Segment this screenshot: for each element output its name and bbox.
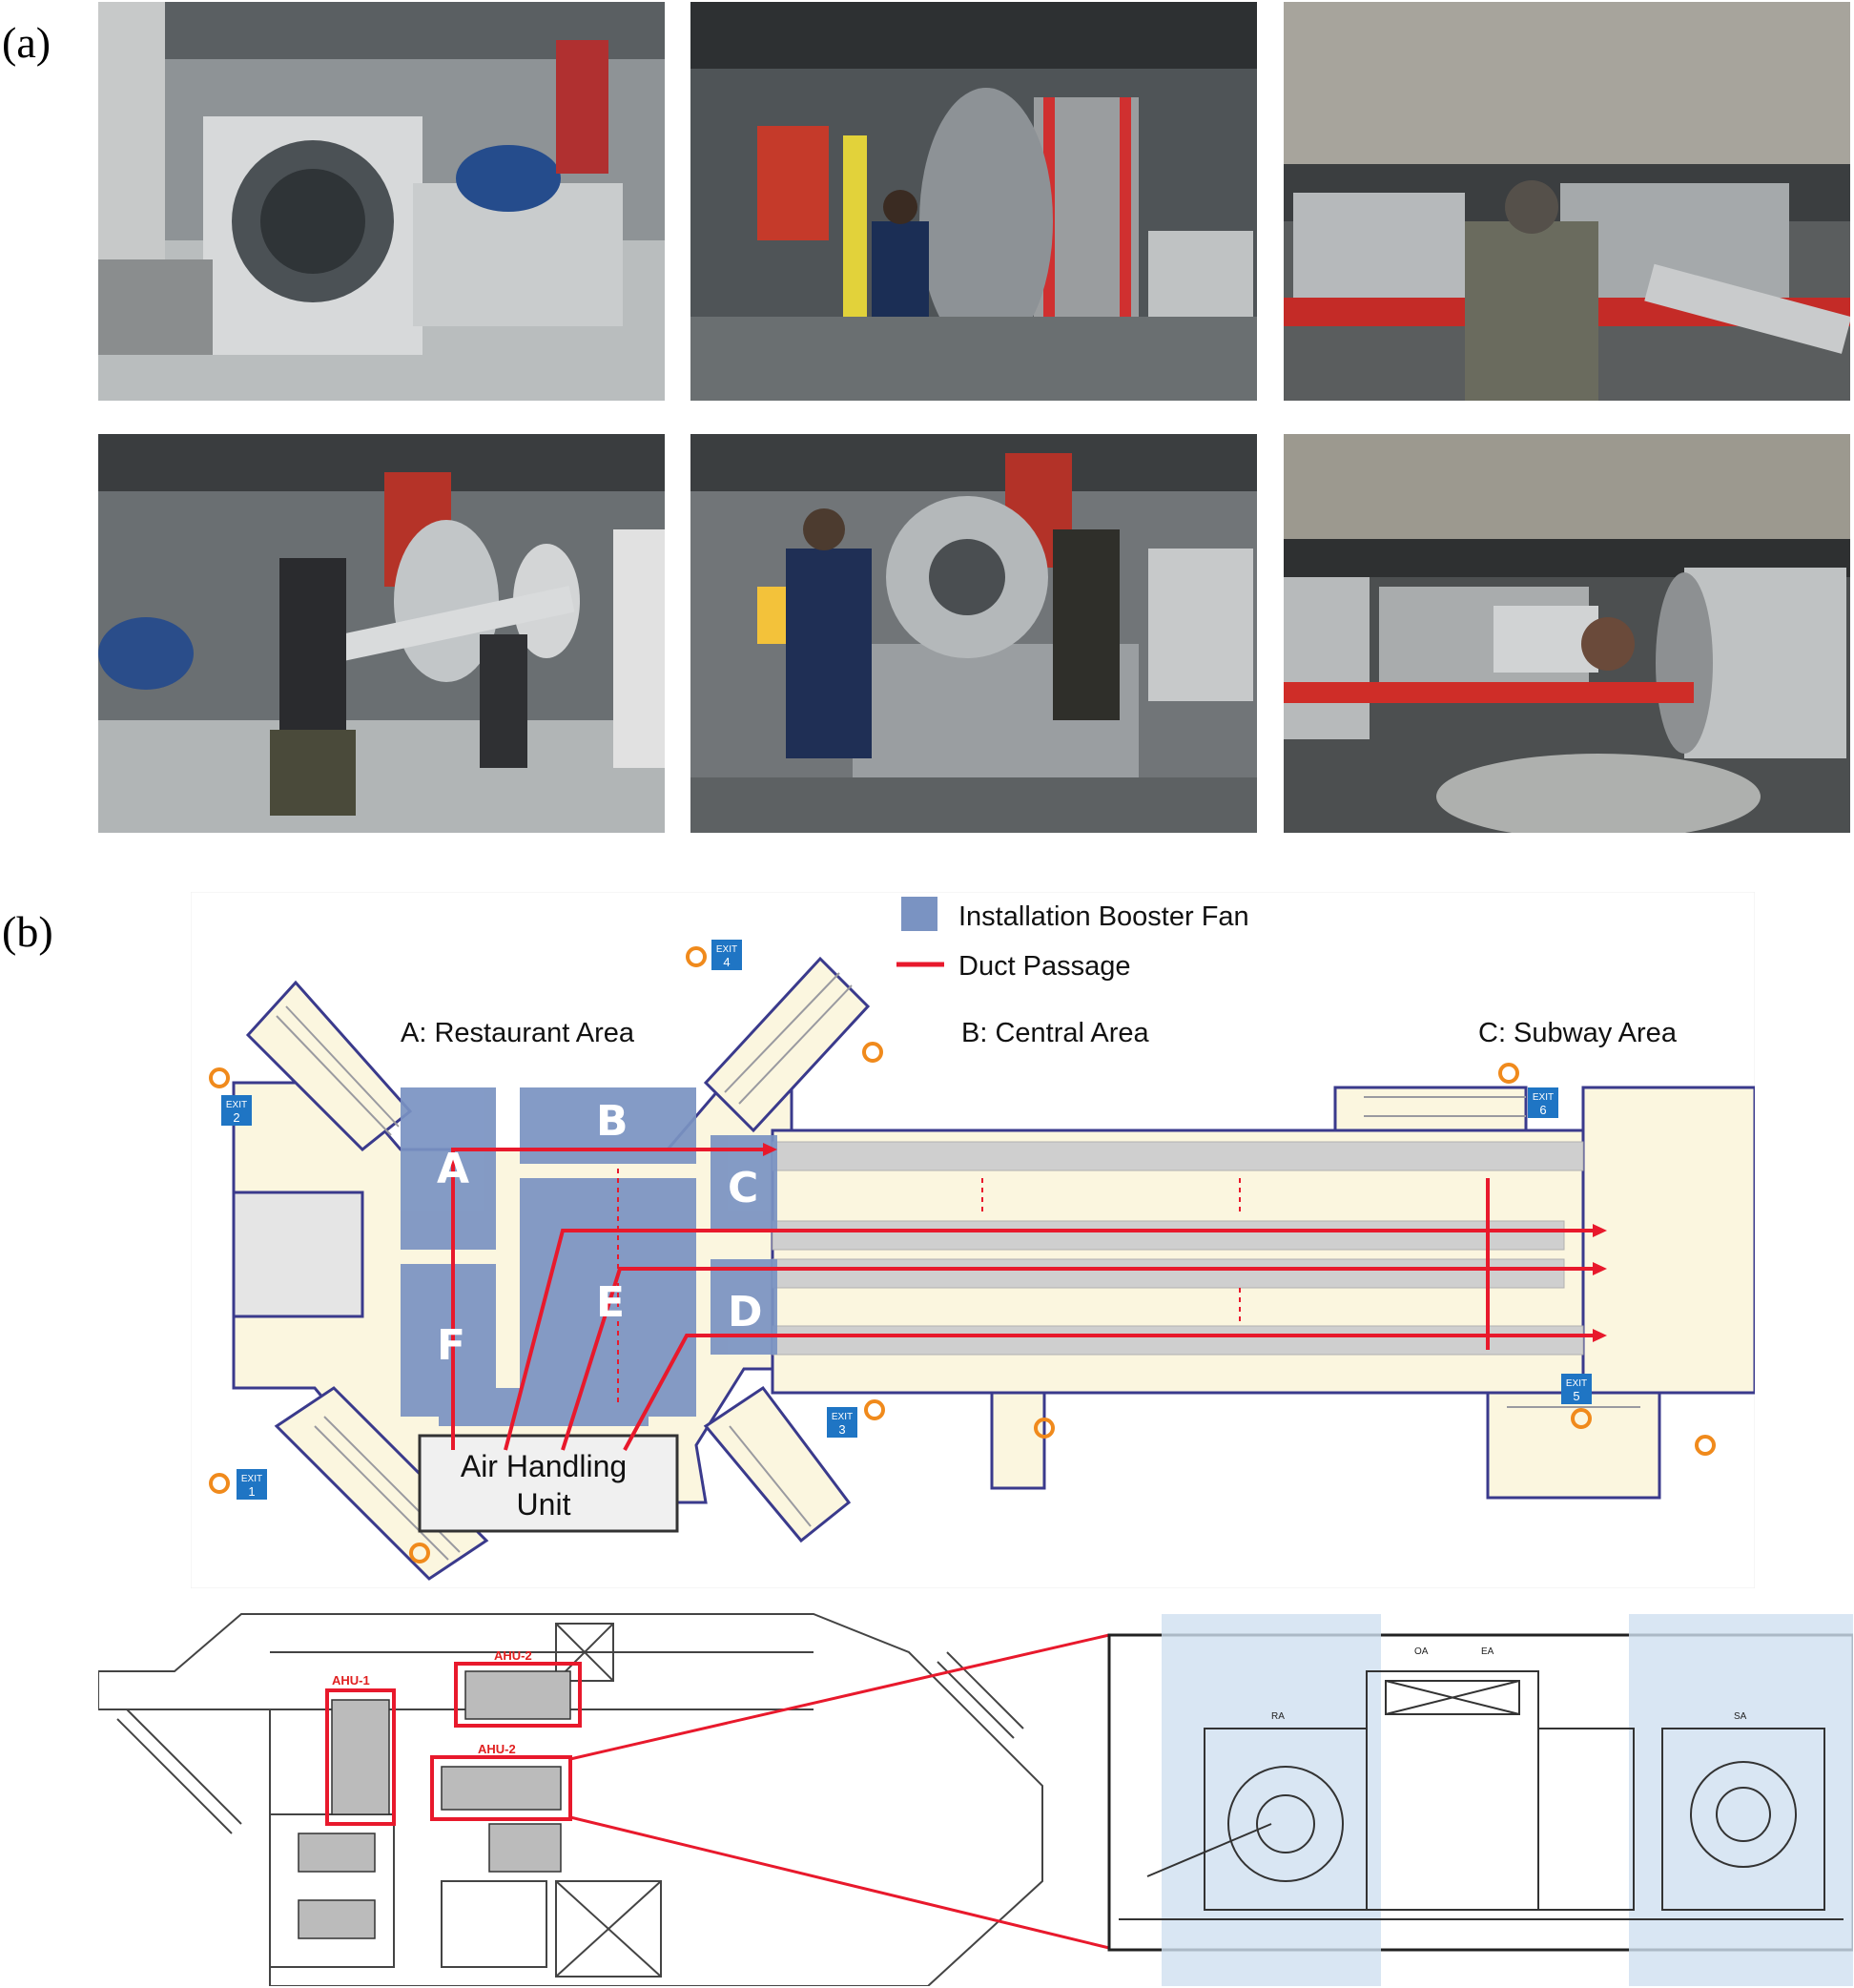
zone-d-fans — [711, 1259, 777, 1355]
exit-badge-6: EXIT 6 — [1528, 1087, 1558, 1118]
svg-text:4: 4 — [723, 955, 730, 969]
exit-badge-2: EXIT 2 — [221, 1095, 252, 1126]
mechanical-room-plan — [98, 1613, 1043, 1986]
area-label-central: B: Central Area — [961, 1018, 1150, 1048]
duct-passages — [451, 1148, 1602, 1451]
svg-text:EXIT: EXIT — [241, 1474, 262, 1484]
ahu-cad-drawings: AHU-1 AHU-2 AHU-2 RA SA OA EA — [98, 1613, 1853, 1986]
area-label-restaurant: A: Restaurant Area — [401, 1018, 635, 1048]
legend-booster-fan-label: Installation Booster Fan — [958, 901, 1249, 932]
zone-letter-d: D — [728, 1288, 763, 1336]
svg-text:5: 5 — [1573, 1389, 1579, 1403]
zone-e-fans — [520, 1178, 696, 1417]
svg-text:1: 1 — [248, 1484, 255, 1499]
zone-letter-c: C — [728, 1164, 758, 1212]
svg-text:EXIT: EXIT — [832, 1412, 853, 1422]
ra-label: RA — [1271, 1711, 1285, 1722]
svg-text:EXIT: EXIT — [1533, 1092, 1554, 1103]
exit-badge-4: EXIT 4 — [711, 940, 742, 970]
panel-label-b: (b) — [2, 907, 53, 956]
photo-workers-fan-housing — [690, 434, 1257, 833]
ahu-label-line1: Air Handling — [461, 1449, 627, 1483]
ahu-fan-highlight-right — [1629, 1614, 1853, 1986]
exit-badge-5: EXIT 5 — [1561, 1374, 1592, 1404]
ahu-2b-callout[interactable] — [430, 1755, 572, 1821]
exit-badge-1: EXIT 1 — [237, 1469, 267, 1500]
svg-text:6: 6 — [1539, 1103, 1546, 1117]
ahu-2a-callout[interactable] — [454, 1662, 582, 1728]
svg-text:EXIT: EXIT — [226, 1100, 247, 1110]
svg-text:EXIT: EXIT — [1566, 1378, 1587, 1389]
stair-exit-3 — [703, 1385, 852, 1543]
ahu-label-line2: Unit — [517, 1487, 571, 1522]
svg-text:3: 3 — [838, 1422, 845, 1437]
stair-exit-4 — [703, 956, 871, 1133]
zone-letter-e: E — [596, 1278, 625, 1327]
zone-letter-b: B — [596, 1097, 628, 1146]
air-handling-unit-box — [418, 1434, 679, 1533]
photo-workers-ladder — [690, 2, 1257, 401]
direction-markers — [209, 946, 1716, 1563]
oa-label: OA — [1414, 1646, 1429, 1657]
legend-duct-label: Duct Passage — [958, 951, 1131, 982]
exit-badge-3: EXIT 3 — [827, 1407, 857, 1438]
ahu-1-tag: AHU-1 — [332, 1673, 370, 1688]
ea-label: EA — [1481, 1646, 1494, 1657]
ahu-1-callout[interactable] — [325, 1688, 396, 1826]
ahu-2b-tag: AHU-2 — [478, 1742, 516, 1756]
zone-a-fans — [401, 1087, 496, 1250]
photo-ceiling-duct-worker — [1284, 2, 1850, 401]
panel-label-a: (a) — [2, 18, 52, 67]
photo-booster-fan-unit — [98, 2, 665, 401]
svg-text:EXIT: EXIT — [716, 944, 737, 955]
station-floor-plan: A B C D E F Installation Booster Fan Duc… — [191, 892, 1755, 1588]
svg-text:2: 2 — [233, 1110, 239, 1125]
restroom-block — [232, 1191, 364, 1318]
sa-label: SA — [1734, 1711, 1747, 1722]
zone-letter-f: F — [437, 1321, 465, 1370]
legend-booster-fan-swatch — [901, 897, 937, 931]
ahu-2a-tag: AHU-2 — [494, 1648, 532, 1663]
zone-letter-a: A — [437, 1145, 469, 1193]
photo-workers-carry-shaft — [98, 434, 665, 833]
area-label-subway: C: Subway Area — [1478, 1018, 1678, 1048]
photo-ceiling-duct-install — [1284, 434, 1850, 833]
